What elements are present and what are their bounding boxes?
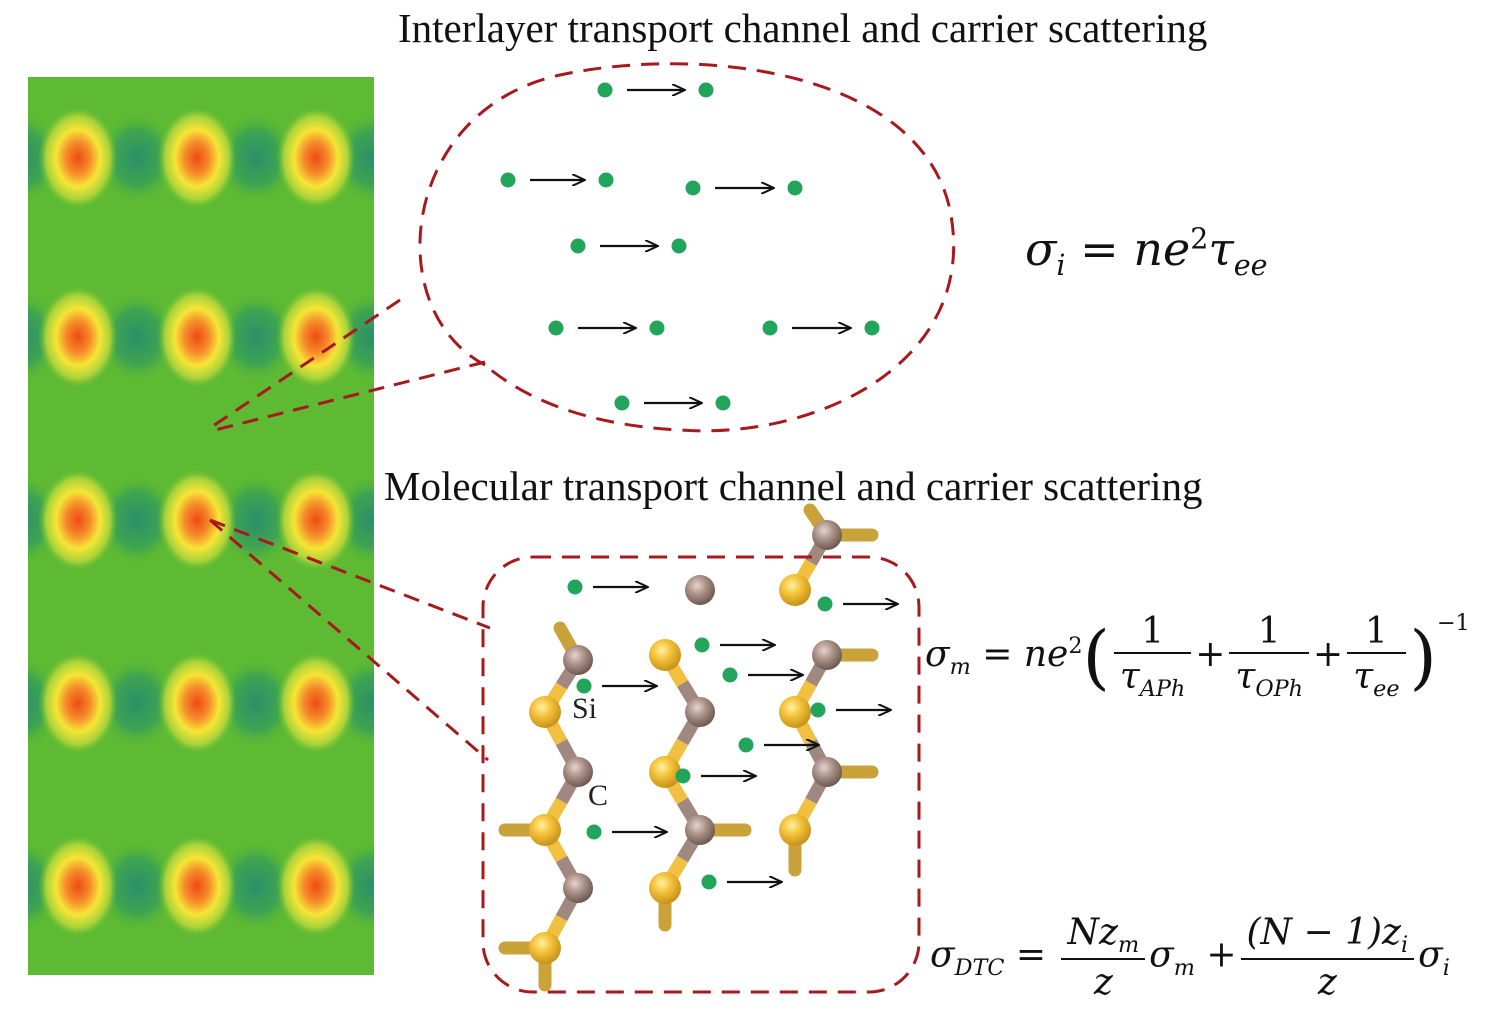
- carbon-atom: [563, 757, 593, 787]
- density-bright-lobe: [276, 468, 356, 572]
- density-bright-lobe: [276, 834, 356, 938]
- silicon-atom: [779, 696, 811, 728]
- density-dark-lobe: [216, 657, 296, 749]
- carrier-dot: [598, 172, 614, 188]
- silicon-label: Si: [572, 692, 597, 725]
- molecular-callout-box: [481, 503, 921, 994]
- carbon-atom: [812, 520, 842, 550]
- pointer-interlayer-upper: [209, 298, 401, 430]
- carrier-dot: [738, 737, 754, 753]
- silicon-atom: [649, 872, 681, 904]
- density-dark-lobe: [97, 474, 177, 566]
- carrier-dot: [698, 82, 714, 98]
- carrier-dot: [649, 320, 665, 336]
- pointer-interlayer-lower: [214, 360, 486, 432]
- carbon-atom: [685, 697, 715, 727]
- silicon-atom: [529, 814, 561, 846]
- density-bright-lobe: [276, 285, 356, 389]
- density-bright-lobe: [157, 651, 237, 755]
- equation-sigma-i: σi = ne2τee: [1025, 222, 1268, 283]
- carrier-dot: [787, 180, 803, 196]
- carrier-dot: [694, 637, 710, 653]
- carrier-dot: [548, 320, 564, 336]
- carrier-dot: [570, 238, 586, 254]
- density-dark-lobe: [216, 291, 296, 383]
- carrier-arrows: [500, 82, 898, 890]
- carrier-dot: [701, 874, 717, 890]
- density-bright-lobe: [38, 651, 118, 755]
- density-bright-lobe: [157, 106, 237, 210]
- carbon-label: C: [588, 779, 608, 812]
- density-dark-lobe: [97, 840, 177, 932]
- carbon-atom: [812, 640, 842, 670]
- charge-density-panel: [28, 77, 374, 975]
- carrier-dot: [817, 596, 833, 612]
- density-bright-lobe: [38, 285, 118, 389]
- density-dark-lobe: [97, 657, 177, 749]
- density-dark-lobe: [97, 291, 177, 383]
- density-bright-lobe: [157, 834, 237, 938]
- carrier-dot: [576, 678, 592, 694]
- carrier-dot: [864, 320, 880, 336]
- density-bright-lobe: [38, 106, 118, 210]
- silicon-atom: [649, 639, 681, 671]
- density-dark-lobe: [97, 112, 177, 204]
- density-bright-lobe: [276, 106, 356, 210]
- interlayer-callout-ellipse: [418, 62, 956, 433]
- carrier-dot: [586, 824, 602, 840]
- density-dark-lobe: [216, 112, 296, 204]
- density-bright-lobe: [38, 468, 118, 572]
- density-bright-lobe: [276, 651, 356, 755]
- silicon-atom: [529, 696, 561, 728]
- interlayer-caption: Interlayer transport channel and carrier…: [398, 5, 1208, 51]
- silicon-atom: [779, 814, 811, 846]
- density-bright-lobe: [38, 834, 118, 938]
- silicon-atom: [529, 932, 561, 964]
- carrier-dot: [614, 395, 630, 411]
- carbon-atom: [685, 575, 715, 605]
- carbon-atom: [685, 815, 715, 845]
- carrier-dot: [675, 768, 691, 784]
- sic-lattice: [498, 503, 879, 992]
- molecular-caption: Molecular transport channel and carrier …: [384, 463, 1203, 509]
- carrier-dot: [722, 667, 738, 683]
- silicon-atom: [779, 574, 811, 606]
- carbon-atom: [563, 645, 593, 675]
- carrier-dot: [715, 395, 731, 411]
- callout-pointers: [209, 298, 491, 762]
- carrier-dot: [567, 579, 583, 595]
- pointer-molecular-lower: [209, 518, 489, 762]
- carrier-dot: [685, 180, 701, 196]
- carrier-dot: [810, 702, 826, 718]
- density-bright-lobe: [157, 285, 237, 389]
- carrier-dot: [671, 238, 687, 254]
- carbon-atom: [563, 873, 593, 903]
- carbon-atom: [812, 757, 842, 787]
- silicon-atom: [649, 756, 681, 788]
- carrier-dot: [597, 82, 613, 98]
- density-bright-lobe: [157, 468, 237, 572]
- density-dark-lobe: [216, 840, 296, 932]
- carrier-dot: [762, 320, 778, 336]
- carrier-dot: [500, 172, 516, 188]
